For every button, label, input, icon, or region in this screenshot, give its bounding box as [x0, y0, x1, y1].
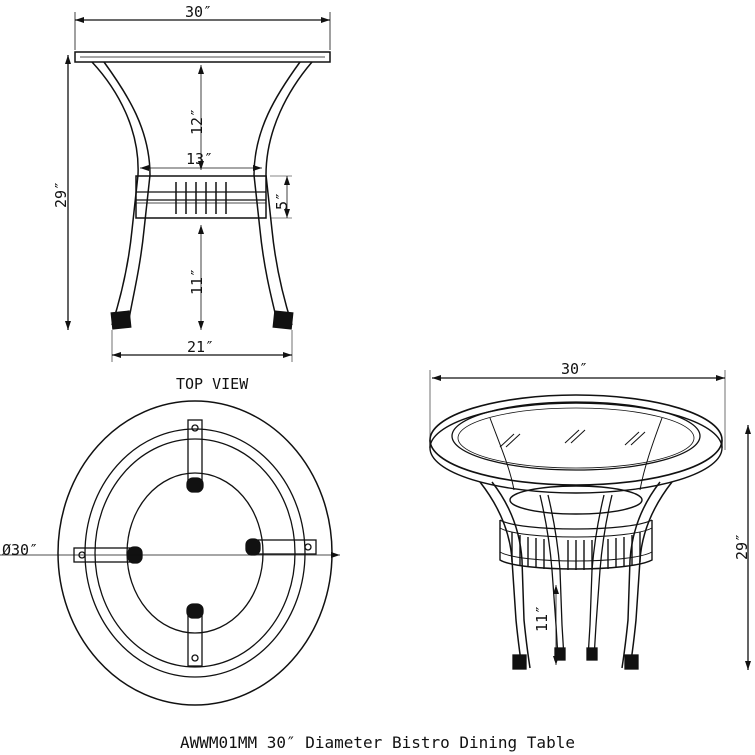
- lower-leg-height-label: 11″: [188, 267, 206, 295]
- band-width-label: 13″: [186, 150, 214, 168]
- top-view: [0, 400, 340, 706]
- diagram-title: AWWM01MM 30″ Diameter Bistro Dining Tabl…: [180, 733, 575, 752]
- front-top-width-label: 30″: [185, 3, 213, 21]
- base-width-label: 21″: [187, 338, 215, 356]
- band-height-label: 5″: [273, 191, 291, 210]
- upper-leg-height-label: 12″: [188, 107, 206, 135]
- top-view-heading: TOP VIEW: [176, 375, 249, 393]
- front-overall-height-label: 29″: [52, 180, 70, 208]
- front-view: [65, 12, 331, 362]
- top-view-diameter-label: Ø30″: [2, 541, 39, 559]
- perspective-width-label: 30″: [561, 360, 589, 378]
- perspective-leg-height-label: 11″: [533, 604, 551, 632]
- perspective-height-label: 29″: [733, 532, 751, 560]
- perspective-view: [429, 370, 751, 670]
